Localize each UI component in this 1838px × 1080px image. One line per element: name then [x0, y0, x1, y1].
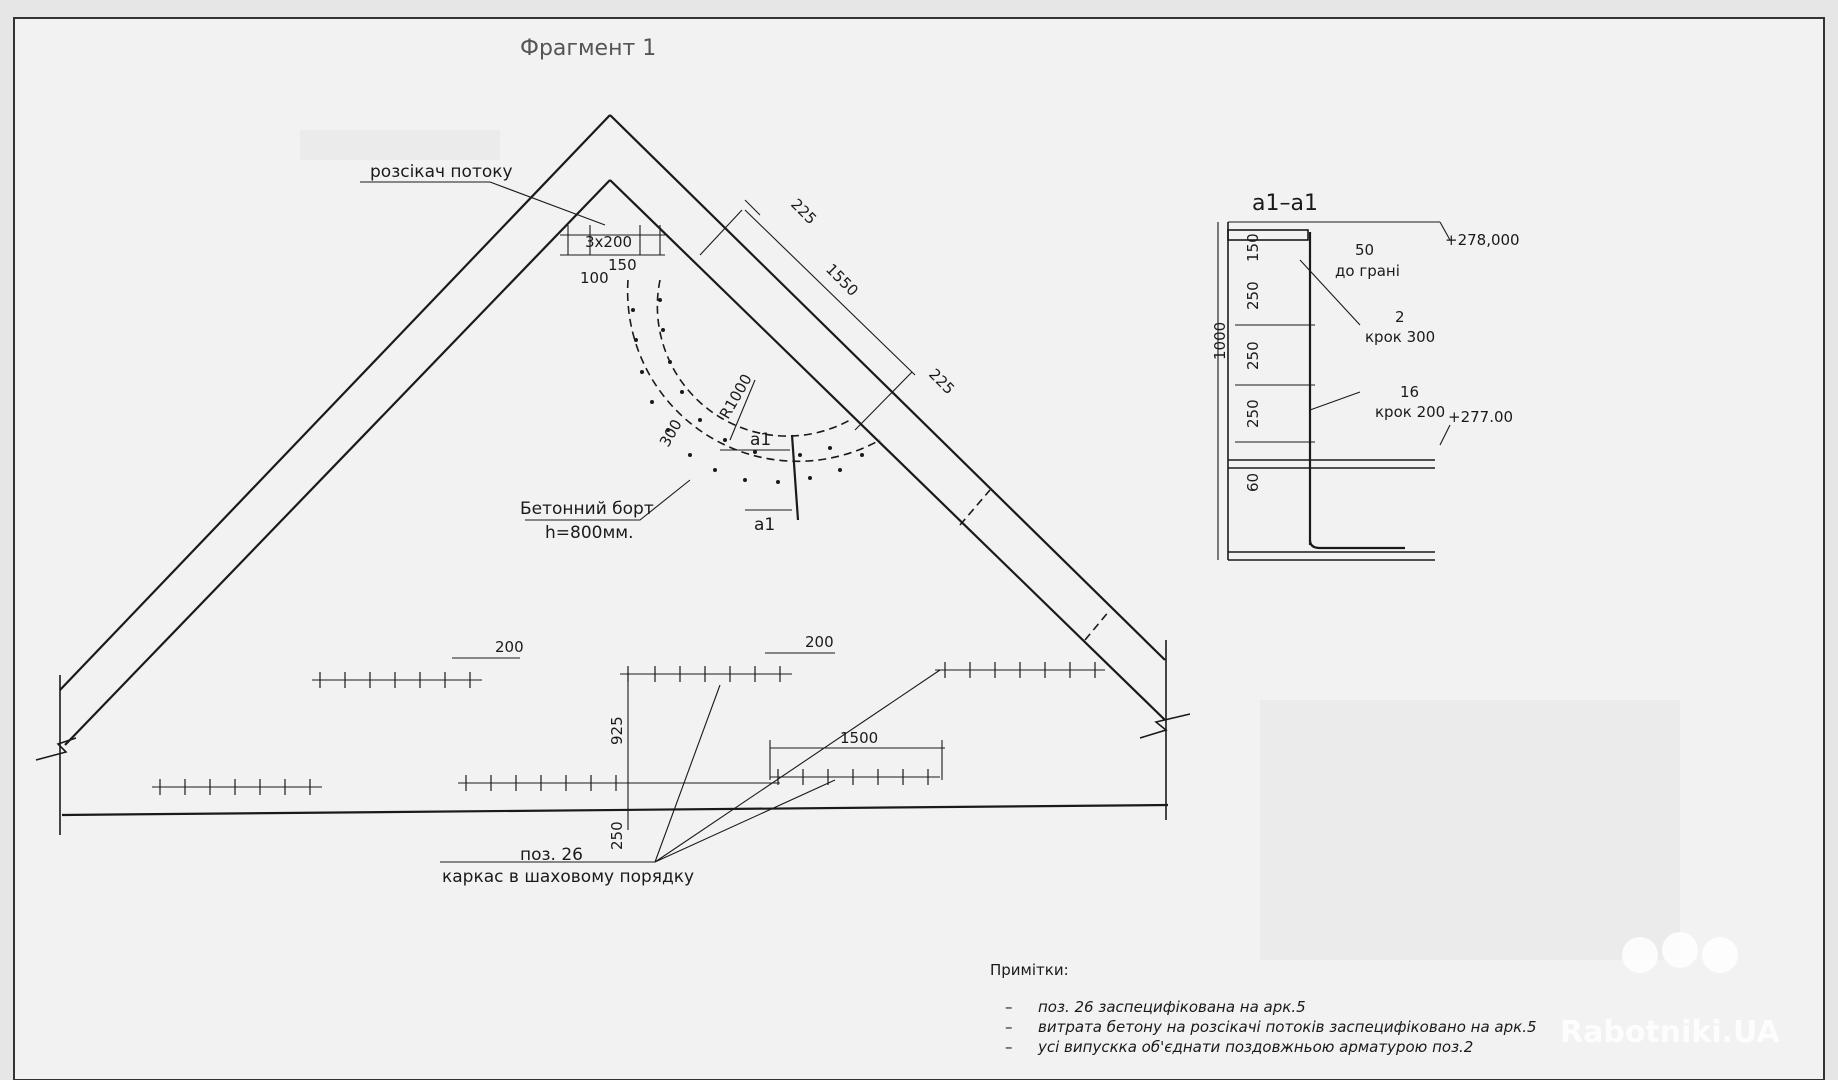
flow-splitter: 3х200 100 150 [560, 225, 881, 484]
sheet-frame [13, 17, 1825, 1080]
bar-2-label: 2 [1395, 308, 1405, 326]
position-label: поз. 26 [520, 845, 583, 865]
elevation-bottom: +277.00 [1448, 408, 1513, 426]
elevation-top: +278,000 [1445, 231, 1520, 249]
watermark-text: Rabotniki.UA [1560, 1015, 1780, 1050]
dim-200-left: 200 [495, 638, 524, 656]
notes-title: Примітки: [990, 961, 1069, 979]
section-title: а1–а1 [1252, 191, 1318, 216]
fragment-title: Фрагмент 1 [520, 36, 656, 61]
watermark-logo: Rabotniki.UA [1560, 932, 1780, 1050]
concrete-curb-label: Бетонний борт [520, 499, 654, 519]
section-dim-1000: 1000 [1211, 322, 1229, 360]
dim-150: 150 [608, 256, 637, 274]
section-dim-50: 50 [1355, 241, 1374, 259]
flow-splitter-label: розсікач потоку [370, 162, 513, 182]
dim-200-right: 200 [805, 633, 834, 651]
dim-1500: 1500 [840, 729, 878, 747]
concrete-curb-height: h=800мм. [545, 523, 634, 543]
splitter-rebar-dots [631, 298, 864, 484]
section-view [1217, 221, 1451, 561]
note-item-1: поз. 26 заспецифікована на арк.5 [1038, 998, 1306, 1016]
dim-925: 925 [608, 716, 626, 745]
frame-label: каркас в шаховому порядку [442, 867, 694, 887]
section-mark-bottom: а1 [754, 515, 775, 535]
to-edge-label: до грані [1335, 262, 1400, 280]
section-dim-150: 150 [1244, 233, 1262, 262]
note-item-2: витрата бетону на розсікачі потоків засп… [1038, 1018, 1537, 1036]
notes-block: Примітки: – поз. 26 заспецифікована на а… [990, 961, 1537, 1056]
dim-100: 100 [580, 269, 609, 287]
step-200-label: крок 200 [1375, 403, 1445, 421]
section-dim-250b: 250 [1244, 341, 1262, 370]
section-mark-top: а1 [750, 430, 771, 450]
note-dash-2: – [1005, 1018, 1013, 1036]
step-300-label: крок 300 [1365, 328, 1435, 346]
bar-16-label: 16 [1400, 383, 1419, 401]
section-dim-250a: 250 [1244, 281, 1262, 310]
section-cut-line [790, 434, 800, 521]
section-dim-250c: 250 [1244, 399, 1262, 428]
note-item-3: усі випускка об'єднати поздовжньою армат… [1037, 1038, 1473, 1056]
note-dash-3: – [1005, 1038, 1013, 1056]
section-dim-60: 60 [1244, 473, 1262, 492]
note-dash-1: – [1005, 998, 1013, 1016]
dim-250: 250 [608, 821, 626, 850]
position-leaders [440, 669, 941, 863]
roof-outline [35, 114, 1191, 835]
bleed-through [300, 130, 1680, 960]
dim-3x200: 3х200 [585, 233, 632, 251]
rebar-outlets [152, 662, 1105, 795]
